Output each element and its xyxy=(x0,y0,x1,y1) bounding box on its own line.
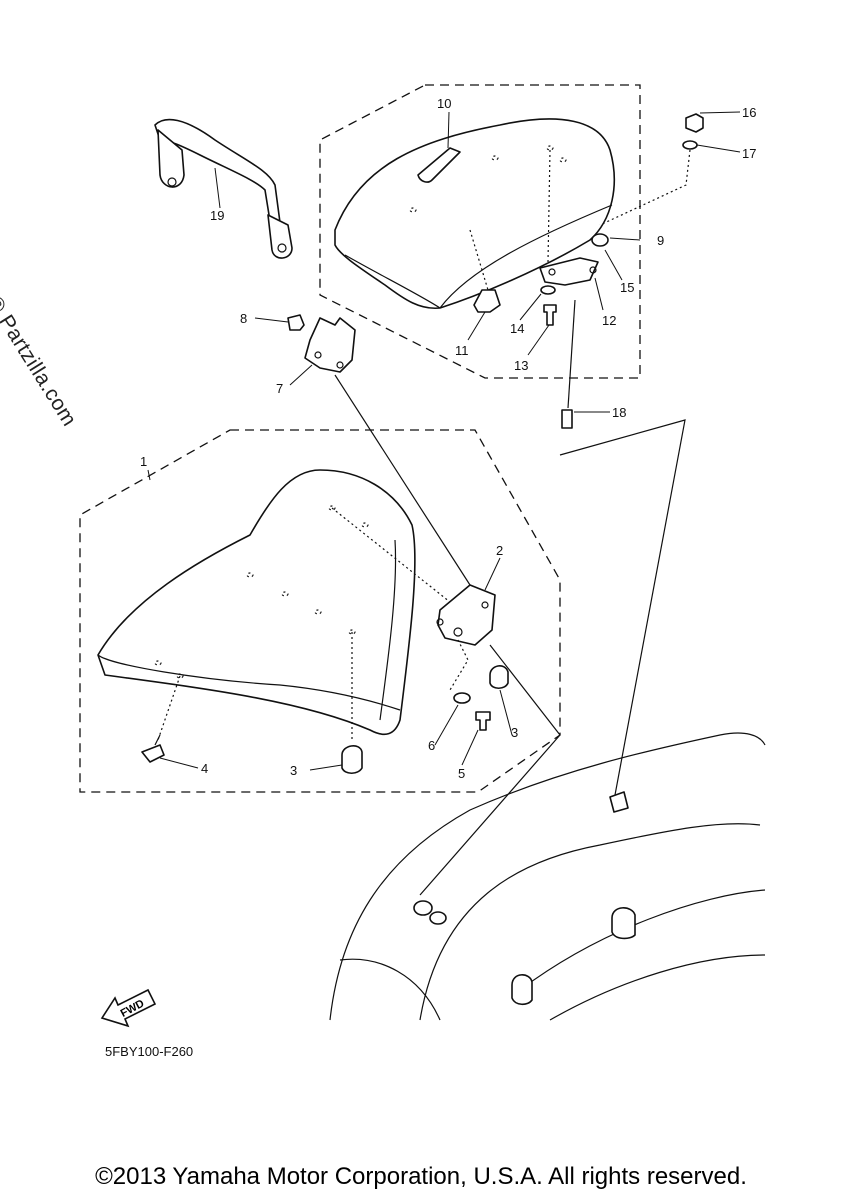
damper-part xyxy=(473,289,501,313)
group-boundary-rider-seat xyxy=(79,429,561,793)
callout-19: 19 xyxy=(210,208,224,223)
callout-13: 13 xyxy=(514,358,528,373)
bolt-part-8 xyxy=(287,314,305,331)
callout-2: 2 xyxy=(496,543,503,558)
bolt-part-5 xyxy=(475,711,491,731)
group-boundary-passenger-seat xyxy=(319,84,641,379)
callout-16: 16 xyxy=(742,105,756,120)
passenger-seat-part xyxy=(334,118,616,310)
callout-10: 10 xyxy=(437,96,451,111)
screw-part-4 xyxy=(141,744,165,763)
callout-3-right: 3 xyxy=(511,725,518,740)
collar-part-18 xyxy=(561,409,573,429)
callout-18: 18 xyxy=(612,405,626,420)
bolt-part-13 xyxy=(543,304,557,326)
front-bracket-part xyxy=(304,317,356,373)
callout-11: 11 xyxy=(455,343,469,358)
fwd-arrow-icon: FWD xyxy=(100,988,157,1028)
callout-3-bottom: 3 xyxy=(290,763,297,778)
washer-part-6 xyxy=(453,692,471,704)
callout-7: 7 xyxy=(276,381,283,396)
damper-part-3a xyxy=(489,665,509,690)
svg-text:FWD: FWD xyxy=(119,998,147,1020)
grab-bar-part xyxy=(154,118,293,259)
nut-part-16 xyxy=(685,113,704,133)
rear-seat-bracket-part xyxy=(437,584,496,646)
grommet-part-15 xyxy=(591,233,609,247)
callout-8: 8 xyxy=(240,311,247,326)
copyright-notice: ©2013 Yamaha Motor Corporation, U.S.A. A… xyxy=(95,1163,747,1190)
callout-17: 17 xyxy=(742,146,756,161)
callout-1: 1 xyxy=(140,454,147,469)
callout-14: 14 xyxy=(510,321,524,336)
rider-seat-part xyxy=(97,469,416,736)
passenger-seat-bracket-part xyxy=(539,257,599,286)
parts-diagram: 10 16 17 9 15 12 14 13 11 8 7 19 18 1 2 … xyxy=(79,84,766,1028)
callout-4: 4 xyxy=(201,761,208,776)
washer-part-14 xyxy=(540,285,556,295)
callout-15: 15 xyxy=(620,280,634,295)
damper-part-3b xyxy=(341,745,363,775)
washer-part-17 xyxy=(682,140,698,150)
callout-12: 12 xyxy=(602,313,616,328)
rear-fender-outline xyxy=(329,732,766,1021)
callout-6: 6 xyxy=(428,738,435,753)
diagram-code: 5FBY100-F260 xyxy=(105,1044,194,1059)
callout-9: 9 xyxy=(657,233,664,248)
callout-5: 5 xyxy=(458,766,465,781)
